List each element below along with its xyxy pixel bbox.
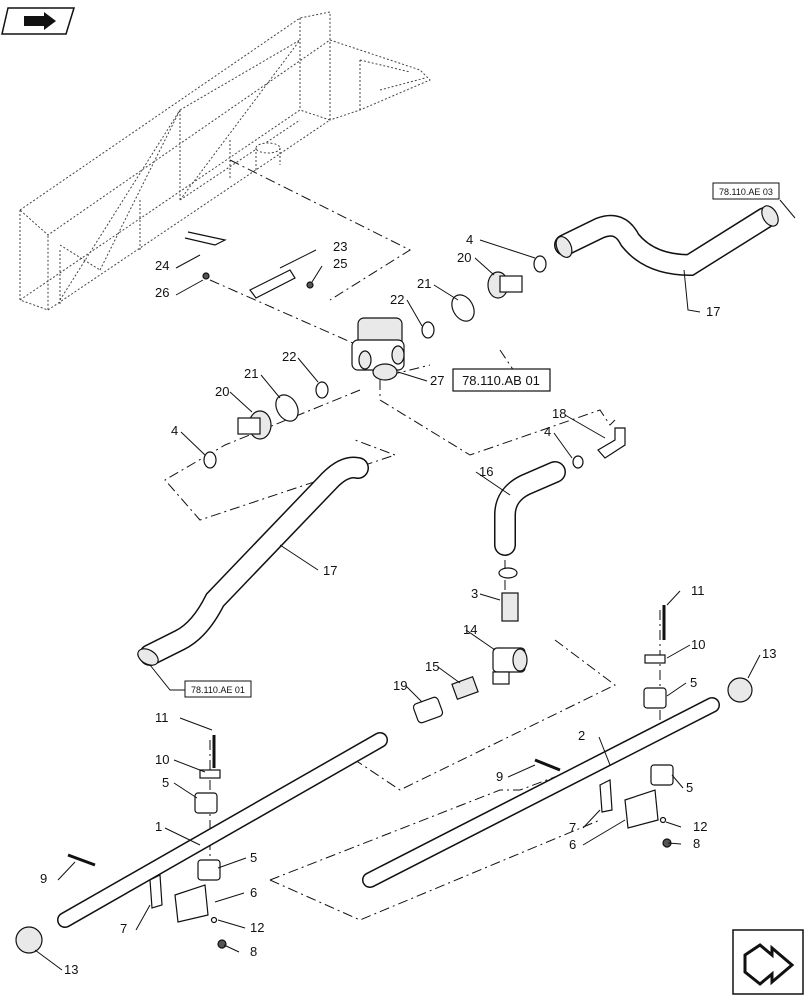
callout-4-right: 4 (544, 424, 551, 439)
callout-8-left: 8 (250, 944, 257, 959)
callout-1: 1 (155, 819, 162, 834)
callouts: 23 24 25 26 4 20 17 21 22 22 21 27 20 4 … (40, 232, 776, 977)
bolts (67, 605, 666, 867)
callout-27: 27 (430, 373, 444, 388)
callout-9-right: 9 (496, 769, 503, 784)
callout-13-left: 13 (64, 962, 78, 977)
callout-10-left: 10 (155, 752, 169, 767)
boom-frame (19, 11, 431, 311)
coupler-19 (412, 696, 444, 724)
cap-13-right (727, 677, 753, 703)
callout-6-right: 6 (569, 837, 576, 852)
callout-15: 15 (425, 659, 439, 674)
callout-5-right-bottom: 5 (686, 780, 693, 795)
book-arrow-icon[interactable] (1, 7, 76, 35)
callout-16: 16 (479, 464, 493, 479)
callout-3: 3 (471, 586, 478, 601)
ref-ae01-text: 78.110.AE 01 (191, 685, 245, 695)
callout-21-upper: 21 (417, 276, 431, 291)
callout-18: 18 (552, 406, 566, 421)
nipple-3 (501, 592, 519, 622)
callout-5-right-top: 5 (690, 675, 697, 690)
filter-27 (351, 317, 405, 381)
fitting-20-lower (237, 410, 272, 440)
fitting-20-upper (487, 271, 523, 299)
ref-78-110-ab-01[interactable]: 78.110.AB 01 (452, 368, 551, 392)
next-page-arrow-icon[interactable] (732, 929, 804, 995)
callout-7-left: 7 (120, 921, 127, 936)
callout-12-right: 12 (693, 819, 707, 834)
leader-lines (34, 239, 761, 971)
callout-8-right: 8 (693, 836, 700, 851)
tee-14 (492, 647, 528, 685)
callout-25: 25 (333, 256, 347, 271)
hose-17-upper (554, 205, 779, 277)
callout-6-left: 6 (250, 885, 257, 900)
callout-11-left: 11 (155, 710, 169, 725)
hose-16 (494, 461, 566, 556)
callout-26: 26 (155, 285, 169, 300)
clamp-blocks (149, 654, 674, 949)
callout-5-left-top: 5 (162, 775, 169, 790)
callout-17-lower: 17 (323, 563, 337, 578)
ref-ae03-text: 78.110.AE 03 (719, 187, 773, 197)
assembly-lines (164, 159, 661, 921)
elbow-18 (597, 427, 626, 459)
callout-9-left: 9 (40, 871, 47, 886)
callout-20-upper: 20 (457, 250, 471, 265)
callout-20-lower: 20 (215, 384, 229, 399)
hose-17-lower (137, 456, 369, 666)
callout-21-lower: 21 (244, 366, 258, 381)
callout-17-upper: 17 (706, 304, 720, 319)
callout-10-right: 10 (691, 637, 705, 652)
clamps (203, 255, 584, 579)
ref-78-110-ae-03[interactable]: 78.110.AE 03 (712, 182, 780, 200)
callout-23: 23 (333, 239, 347, 254)
callout-12-left: 12 (250, 920, 264, 935)
callout-22-lower: 22 (282, 349, 296, 364)
bracket-23 (184, 231, 314, 299)
callout-11-right: 11 (691, 583, 705, 598)
callout-4-lower: 4 (171, 423, 178, 438)
cap-13-left (15, 926, 43, 954)
callout-2: 2 (578, 728, 585, 743)
pipe-2 (362, 697, 720, 888)
callout-4-upper: 4 (466, 232, 473, 247)
ref-ab01-text: 78.110.AB 01 (462, 373, 540, 388)
ref-78-110-ae-01[interactable]: 78.110.AE 01 (184, 680, 252, 698)
callout-7-right: 7 (569, 820, 576, 835)
callout-5-left-bottom: 5 (250, 850, 257, 865)
callout-24: 24 (155, 258, 169, 273)
pipe-1 (57, 732, 388, 928)
callout-22-upper: 22 (390, 292, 404, 307)
callout-13-right: 13 (762, 646, 776, 661)
callout-14: 14 (463, 622, 477, 637)
callout-19: 19 (393, 678, 407, 693)
